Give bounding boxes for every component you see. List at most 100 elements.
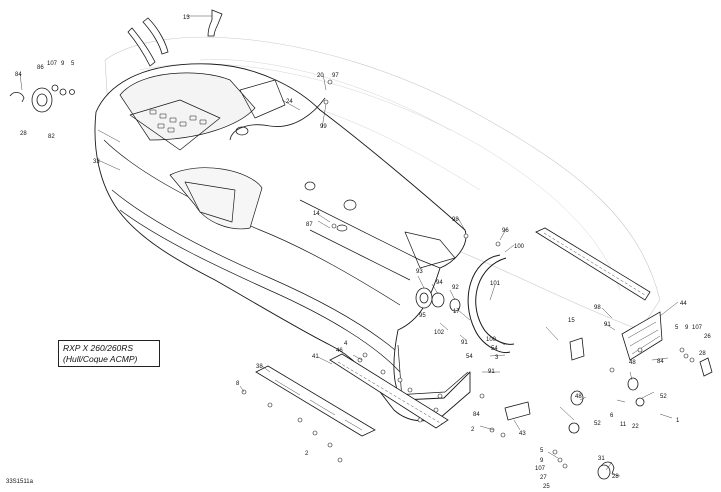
callout-label: 84	[473, 412, 480, 418]
callout-label: 2	[471, 427, 475, 433]
callout-label: 91	[461, 340, 468, 346]
screw	[495, 241, 501, 247]
callout-label: 52	[594, 421, 601, 427]
callout-label: 28	[20, 131, 27, 137]
model-label-line1: RXP X 260/260RS	[63, 343, 134, 353]
callout-label: 28	[612, 474, 619, 480]
intake-parts	[415, 287, 461, 312]
front-bay-grate	[129, 99, 221, 151]
callout-label: 9	[685, 325, 689, 331]
washer-front-1	[51, 84, 59, 92]
callout-label: 102	[434, 330, 445, 336]
bow-plate-inner	[36, 93, 48, 107]
duct-93-ring	[419, 292, 429, 304]
callout-label: 107	[692, 325, 703, 331]
drain-plug-48a	[627, 377, 639, 391]
screw	[437, 393, 443, 399]
screw	[463, 233, 469, 239]
callout-label: 24	[286, 99, 293, 105]
callout-label: 38	[256, 364, 263, 370]
callout-label: 48	[575, 394, 582, 400]
callout-label: 98	[594, 305, 601, 311]
screw	[327, 442, 333, 448]
callout-label: 9	[540, 458, 544, 464]
screw	[689, 357, 695, 363]
callout-label: 27	[540, 475, 547, 481]
callout-label: 91	[604, 322, 611, 328]
callout-label: 9	[61, 61, 65, 67]
callout-label: 100	[514, 244, 525, 250]
screw	[357, 357, 363, 363]
grab-handles	[127, 9, 223, 67]
callout-label: 15	[568, 318, 575, 324]
figure-code: 33S1511a	[6, 479, 33, 485]
hull-keel	[119, 209, 401, 373]
screw	[267, 402, 273, 408]
callout-label: 41	[312, 354, 319, 360]
callout-label: 48	[629, 360, 636, 366]
fasteners	[241, 79, 695, 469]
callout-label: 107	[47, 61, 58, 67]
callout-label: 26	[704, 334, 711, 340]
callout-label: 28	[699, 351, 706, 357]
grommet-rear	[343, 199, 357, 211]
screw	[417, 417, 423, 423]
callout-label: 5	[540, 448, 544, 454]
callout-label: 43	[519, 431, 526, 437]
callout-label: 107	[535, 466, 546, 472]
callout-label: 54	[491, 346, 498, 352]
hose-101	[467, 254, 511, 354]
callout-label: 17	[453, 309, 460, 315]
bracket-43	[504, 401, 531, 421]
callout-label: 2	[305, 451, 309, 457]
callout-label: 31	[598, 456, 605, 462]
callout-label: 52	[660, 394, 667, 400]
strip-41-pattern	[337, 361, 443, 425]
screw	[331, 223, 337, 229]
callout-label: 84	[15, 72, 22, 78]
footwell-pad	[184, 181, 236, 223]
screw	[380, 369, 386, 375]
cable-24	[229, 97, 326, 141]
washer-front-2	[59, 88, 67, 96]
callout-label: 25	[543, 484, 550, 490]
callout-label: 3	[495, 355, 499, 361]
u-bolt-front	[9, 92, 25, 103]
screw	[609, 367, 615, 373]
callout-label: 1	[676, 418, 680, 424]
model-label-box: RXP X 260/260RS (Hull/Coque ACMP)	[58, 340, 160, 367]
screw	[323, 99, 329, 105]
strip-41	[329, 353, 449, 429]
callout-label: 98	[452, 217, 459, 223]
strip-38-pattern	[274, 379, 363, 431]
hull-chine-upper	[103, 139, 401, 306]
callouts: 13 84 86 107 9 5 28 82 33 20 97 24 99 14…	[15, 15, 711, 490]
sponson	[621, 311, 663, 361]
screw	[337, 457, 343, 463]
callout-label: 20	[317, 73, 324, 79]
grommet-side	[304, 181, 316, 191]
handle-26	[699, 357, 713, 377]
callout-label: 97	[332, 73, 339, 79]
callout-label: 93	[416, 269, 423, 275]
callout-label: 95	[419, 313, 426, 319]
callout-label: 94	[436, 280, 443, 286]
callout-label: 33	[93, 159, 100, 165]
screw	[362, 352, 368, 358]
screw	[327, 79, 333, 85]
hose-101-b	[475, 257, 515, 345]
bow-eye-assembly	[9, 84, 75, 113]
callout-label: 99	[320, 124, 327, 130]
callout-label: 87	[306, 222, 313, 228]
callout-label: 44	[680, 301, 687, 307]
screw	[683, 353, 689, 359]
callout-label: 5	[675, 325, 679, 331]
hull-chine-lower	[111, 189, 396, 351]
callout-label: 14	[313, 211, 320, 217]
fitting-52b	[568, 422, 580, 434]
callout-label: 8	[236, 381, 240, 387]
duct-92	[449, 298, 461, 312]
handle-left	[127, 27, 156, 67]
drain-plug-48b	[570, 390, 584, 406]
leader-lines	[19, 15, 679, 477]
